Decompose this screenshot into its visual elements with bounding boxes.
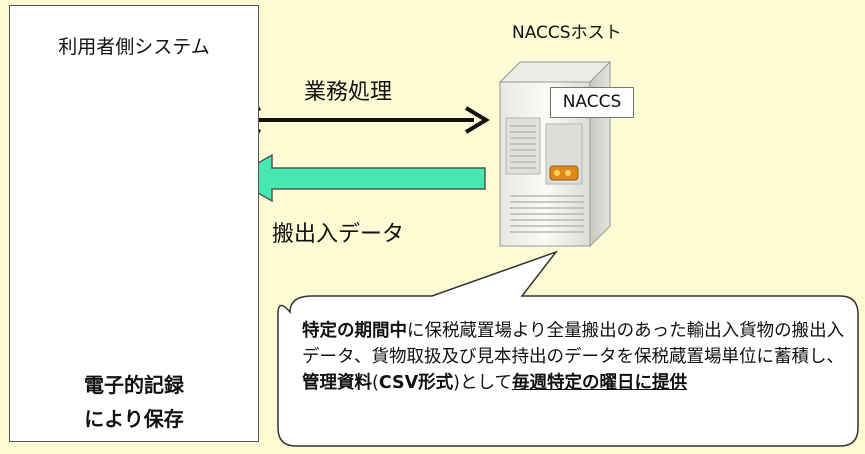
callout-management-docs: 管理資料 (302, 373, 372, 393)
storage-caption-line2: により保存 (84, 407, 184, 431)
data-transfer-arrow (230, 153, 486, 203)
storage-caption-line1: 電子的記録 (84, 373, 184, 397)
callout-csv-format: CSV形式 (378, 373, 454, 393)
storage-caption: 電子的記録 により保存 (10, 368, 258, 436)
data-transfer-label: 搬出入データ (272, 222, 405, 247)
callout-body: に保税蔵置場より全量搬出のあった輸出入貨物の搬出入データ、貨物取扱及び見本持出の… (302, 321, 845, 367)
speech-callout (277, 250, 859, 447)
callout-weekly-provision: 毎週特定の曜日に提供 (511, 373, 687, 393)
user-system-panel: 利用者側システム 電子的記録 により保存 (9, 5, 259, 442)
business-process-label: 業務処理 (304, 80, 393, 105)
callout-as: )として (453, 373, 512, 393)
naccs-server-icon (498, 60, 612, 248)
business-process-arrow (236, 106, 490, 134)
callout-text: 特定の期間中に保税蔵置場より全量搬出のあった輸出入貨物の搬出入データ、貨物取扱及… (302, 318, 847, 396)
server-label: NACCS (550, 87, 634, 118)
callout-period: 特定の期間中 (302, 321, 407, 341)
host-title: NACCSホスト (512, 23, 622, 43)
callout-paren-open: ( (372, 373, 379, 393)
user-system-title: 利用者側システム (58, 36, 210, 58)
